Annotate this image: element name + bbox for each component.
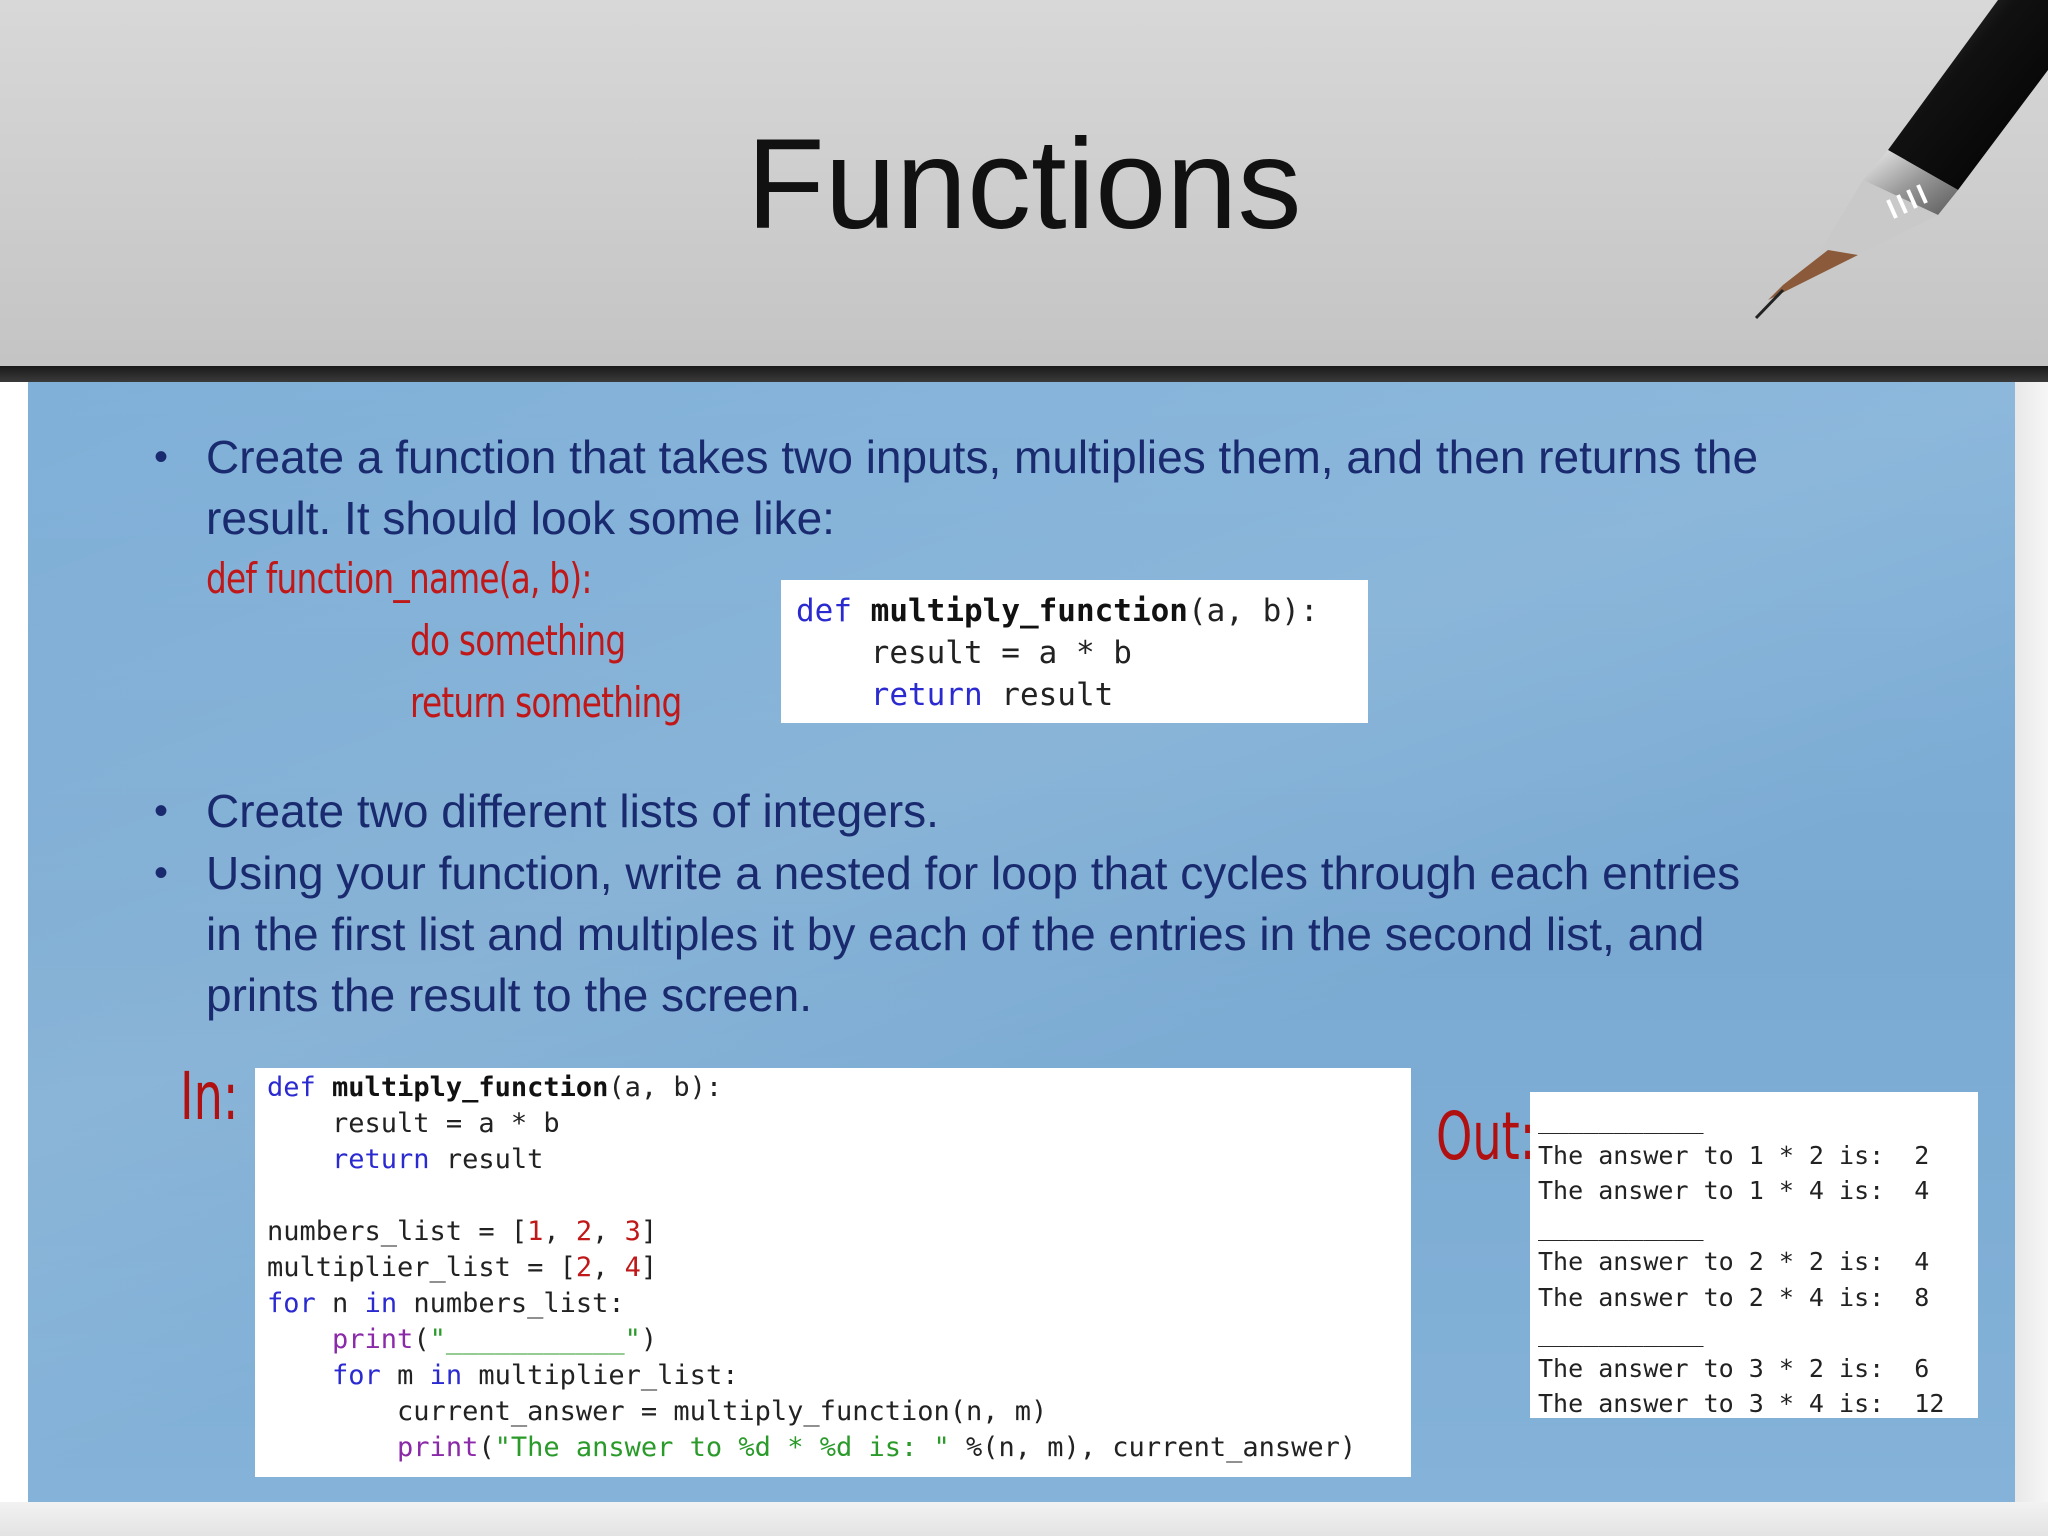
header-divider: [0, 366, 2048, 382]
bullet-text-line: Create a function that takes two inputs,…: [206, 431, 1759, 483]
output-line: The answer to 3 * 2 is: 6: [1538, 1353, 1930, 1383]
code-line: def multiply_function(a, b):: [796, 593, 1319, 629]
code-line: numbers_list = [1, 2, 3]: [267, 1216, 658, 1247]
output-line: ___________: [1538, 1318, 1704, 1347]
bullet-text-line: Create two different lists of integers.: [206, 785, 939, 837]
in-label: In:: [180, 1058, 239, 1135]
code-line: current_answer = multiply_function(n, m): [397, 1396, 1048, 1427]
pseudo-code-line-1: def function_name(a, b):: [206, 554, 592, 603]
example-code-box: def multiply_function(a, b): result = a …: [781, 580, 1368, 723]
output-line: ___________: [1538, 1105, 1704, 1134]
bullet-item-2: • Create two different lists of integers…: [154, 781, 939, 842]
output-line: The answer to 2 * 4 is: 8: [1538, 1282, 1930, 1312]
code-line: result = a * b: [870, 635, 1132, 671]
bullet-text-line: prints the result to the screen.: [206, 969, 812, 1021]
input-code-box: def multiply_function(a, b): result = a …: [255, 1068, 1411, 1477]
code-line: print("___________"): [332, 1324, 658, 1355]
pseudo-code-line-3: return something: [410, 678, 682, 727]
code-line: for n in numbers_list:: [267, 1288, 625, 1319]
pseudo-code-line-2: do something: [410, 616, 626, 665]
output-line: The answer to 3 * 4 is: 12: [1538, 1389, 1945, 1418]
code-line: def multiply_function(a, b):: [267, 1072, 723, 1103]
code-line: for m in multiplier_list:: [332, 1360, 739, 1391]
output-line: The answer to 1 * 4 is: 4: [1538, 1176, 1930, 1205]
slide-title: Functions: [746, 113, 1302, 256]
bullet-item-1: • Create a function that takes two input…: [154, 427, 1759, 549]
output-line: The answer to 2 * 2 is: 4: [1538, 1247, 1930, 1276]
output-line: ___________: [1538, 1211, 1704, 1241]
bottom-band: [0, 1502, 2048, 1536]
output-line: The answer to 1 * 2 is: 2: [1538, 1140, 1930, 1170]
code-line: [267, 1178, 1411, 1214]
bullet-text-line: Using your function, write a nested for …: [206, 847, 1741, 899]
output-console-box: ___________ The answer to 1 * 2 is: 2 The …: [1530, 1092, 1978, 1418]
title-bar: [0, 0, 2048, 366]
code-line: return result: [332, 1144, 544, 1175]
bullet-dot: •: [154, 851, 169, 895]
fountain-pen-icon: [1754, 0, 2048, 320]
bullet-text-line: result. It should look some like:: [206, 492, 835, 544]
out-label: Out:: [1436, 1098, 1536, 1175]
code-line: print("The answer to %d * %d is: " %(n, …: [397, 1432, 1357, 1463]
right-edge: [2015, 382, 2048, 1502]
code-line: return result: [870, 677, 1114, 713]
code-line: result = a * b: [332, 1108, 560, 1139]
bullet-dot: •: [154, 789, 169, 833]
bullet-item-3: • Using your function, write a nested fo…: [154, 843, 1741, 1026]
bullet-dot: •: [154, 435, 169, 479]
code-line: multiplier_list = [2, 4]: [267, 1252, 658, 1283]
bullet-text-line: in the first list and multiples it by ea…: [206, 908, 1705, 960]
